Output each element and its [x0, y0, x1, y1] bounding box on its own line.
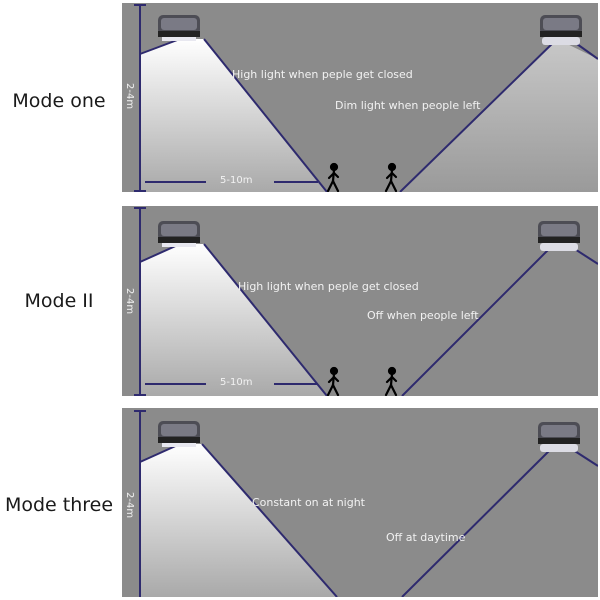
solar-lamp-icon — [538, 422, 580, 452]
caption-near: High light when peple get closed — [232, 68, 413, 81]
solar-lamp-icon — [158, 221, 200, 247]
caption-far: Dim light when people left — [335, 99, 481, 112]
solar-lamp-icon — [540, 15, 582, 45]
mode-three-diagram — [134, 410, 598, 597]
mode-one-label: Mode one — [12, 90, 106, 112]
height-label: 2-4m — [124, 83, 135, 110]
height-label: 2-4m — [124, 288, 135, 315]
caption-far: Off when people left — [367, 309, 479, 322]
mode-three-label: Mode three — [4, 494, 114, 516]
beam-edge-line — [399, 38, 558, 192]
bright-beam — [140, 444, 337, 597]
mode-three-panel: 2-4m Constant on at night Off at daytime — [122, 408, 598, 597]
mode-one-diagram — [134, 4, 598, 192]
walking-person-icon — [384, 162, 398, 192]
solar-lamp-icon — [538, 221, 580, 251]
distance-label: 5-10m — [220, 175, 253, 186]
beam-edge-line — [401, 243, 555, 396]
beam-edge-line — [203, 38, 328, 192]
beam-edge-line — [401, 445, 555, 597]
walking-person-icon — [384, 366, 398, 396]
distance-label: 5-10m — [220, 377, 253, 388]
solar-lamp-icon — [158, 15, 200, 41]
bright-beam — [140, 244, 327, 396]
dim-beam — [400, 39, 598, 192]
mode-two-panel: 2-4m 5-10m High light when peple get clo… — [122, 206, 598, 396]
mode-one-panel: 2-4m 5-10m High light when peple get clo… — [122, 3, 598, 192]
solar-lamp-icon — [158, 421, 200, 447]
beam-edge-line — [203, 243, 328, 396]
mode-two-diagram — [134, 207, 598, 396]
height-label: 2-4m — [124, 492, 135, 519]
caption-near: Constant on at night — [252, 496, 365, 509]
beam-edge-line — [139, 38, 181, 55]
caption-near: High light when peple get closed — [238, 280, 419, 293]
beam-edge-line — [201, 443, 338, 597]
caption-far: Off at daytime — [386, 531, 466, 544]
walking-person-icon — [326, 162, 340, 192]
walking-person-icon — [326, 366, 340, 396]
bright-beam — [140, 39, 327, 192]
mode-two-label: Mode II — [24, 290, 94, 312]
